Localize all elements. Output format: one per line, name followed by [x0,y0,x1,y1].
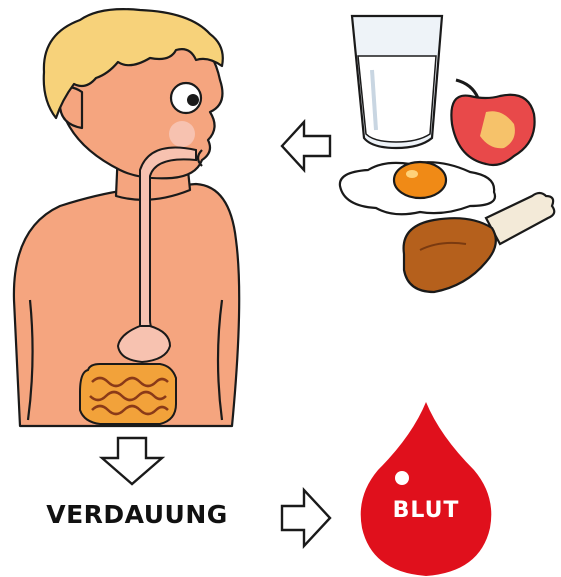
blood-drop-icon [361,402,492,576]
fried-egg-icon [340,162,495,214]
arrow-left-icon [282,122,330,170]
boy-pupil [187,94,199,106]
intestines [80,364,176,424]
drop-highlight [395,471,409,485]
digestion-label: VERDAUUNG [22,500,252,529]
apple-icon [451,80,534,165]
milk-glass-icon [352,16,442,148]
boy-cheek [169,121,195,147]
blood-label: BLUT [368,498,484,523]
arrow-right-icon [282,490,330,546]
arrow-down-icon [102,438,162,484]
